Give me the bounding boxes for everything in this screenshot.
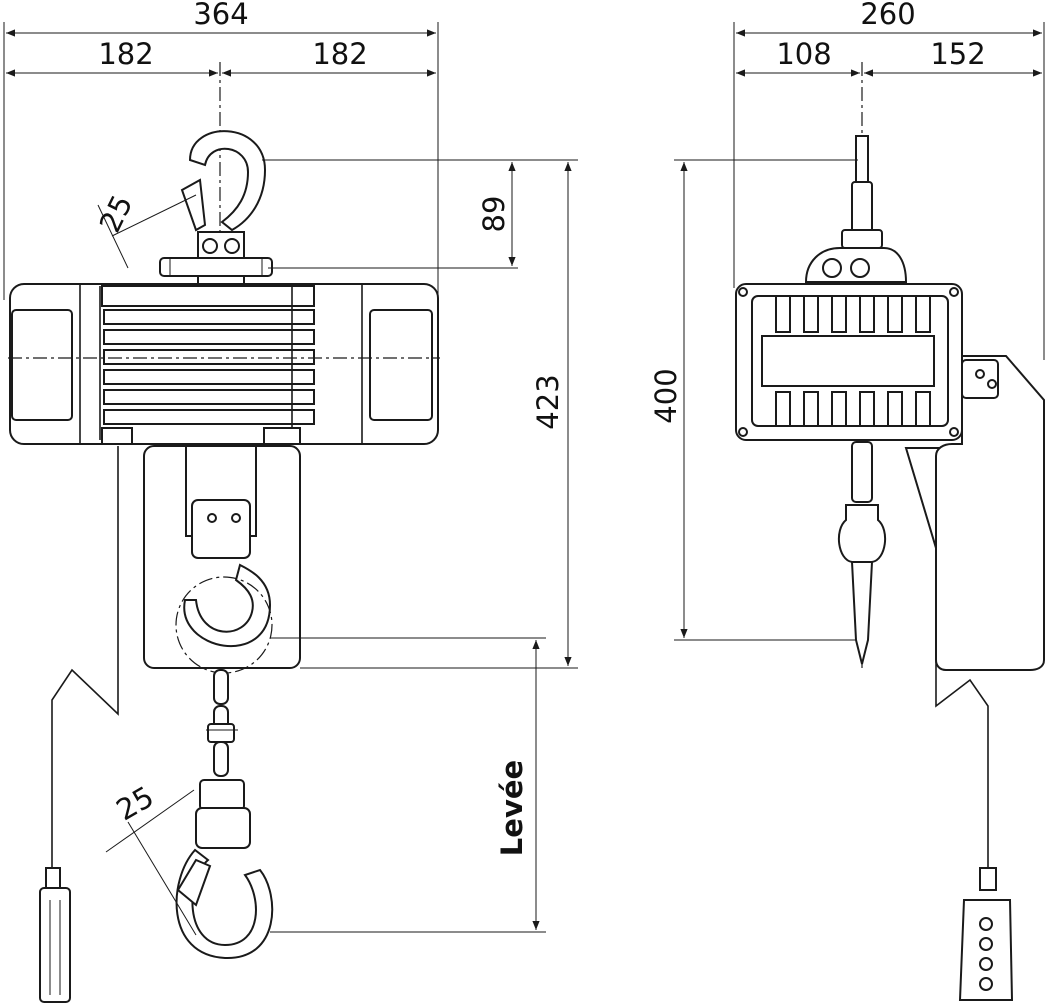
side-height-label: 400 [649,368,683,423]
front-height-dimensions: 89 423 Levée [262,159,578,933]
bottom-hook-opening-dimension: 25 [105,779,197,936]
side-left-label: 108 [776,37,831,71]
side-pendant [935,600,1014,1001]
lift-label: Levée [495,760,529,856]
front-pendant [39,446,119,1003]
top-hook [159,130,273,285]
load-chain [206,669,238,777]
side-chain-bag [904,355,1045,671]
hoist-body-front [8,283,440,445]
chain-bag [143,445,301,674]
top-hook-opening-label: 25 [93,190,140,238]
hoist-body-side [735,283,963,441]
side-height-dimension: 400 [649,159,858,641]
total-height-label: 423 [531,374,565,429]
bottom-hook [175,779,274,960]
side-view: 260 108 152 [649,0,1045,1001]
side-top-hook [804,135,908,283]
side-right-label: 152 [930,37,985,71]
side-load-chain [837,441,887,665]
front-view: 364 182 182 25 [3,0,578,1003]
front-total-width-label: 364 [193,0,248,31]
front-half-right-label: 182 [312,37,367,71]
side-total-width-label: 260 [860,0,915,31]
hook-top-height-label: 89 [477,196,511,233]
front-width-dimension: 364 182 182 [3,0,439,300]
top-hook-opening-dimension: 25 [93,190,197,269]
side-width-dimension: 260 108 152 [733,0,1045,360]
front-half-left-label: 182 [98,37,153,71]
side-fins [775,295,931,427]
